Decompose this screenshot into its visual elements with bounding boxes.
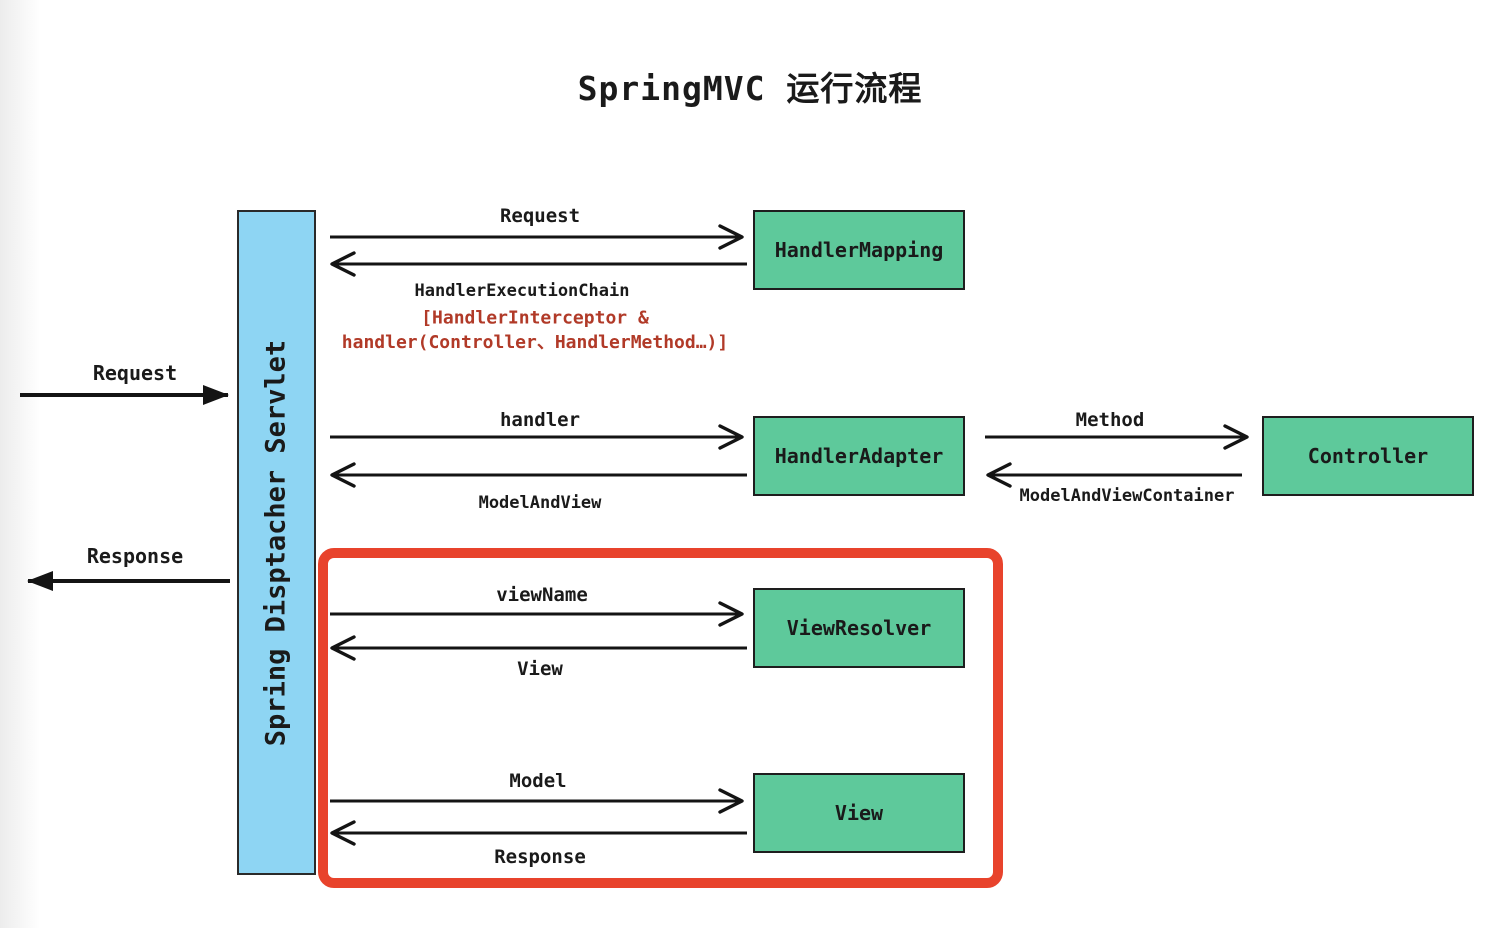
client-response-label: Response bbox=[86, 544, 184, 568]
handler-adapter-node: HandlerAdapter bbox=[753, 416, 965, 496]
handlerexecutionchain-edge-label: HandlerExecutionChain bbox=[414, 281, 630, 301]
response-edge-label: Response bbox=[494, 846, 586, 868]
client-request-label: Request bbox=[92, 361, 178, 385]
page-title: SpringMVC 运行流程 bbox=[577, 69, 923, 108]
view-node: View bbox=[753, 773, 965, 853]
controller-node: Controller bbox=[1262, 416, 1474, 496]
model-edge-label: Model bbox=[509, 770, 567, 792]
method-edge-label: Method bbox=[1075, 409, 1145, 431]
modelandviewcontainer-edge-label: ModelAndViewContainer bbox=[1019, 486, 1235, 506]
request-edge-label: Request bbox=[499, 205, 581, 227]
view-edge-label: View bbox=[517, 658, 563, 680]
handler-mapping-node: HandlerMapping bbox=[753, 210, 965, 290]
modelandview-edge-label: ModelAndView bbox=[478, 493, 602, 513]
view-resolver-node: ViewResolver bbox=[753, 588, 965, 668]
handler-edge-label: handler bbox=[499, 409, 581, 431]
handler-chain-note-line1: [HandlerInterceptor & bbox=[421, 307, 649, 329]
spring-dispatcher-servlet-box bbox=[237, 210, 316, 875]
handler-chain-note-line2: handler(Controller、HandlerMethod…)] bbox=[341, 332, 729, 353]
viewname-edge-label: viewName bbox=[496, 584, 588, 606]
spring-dispatcher-servlet-label: Spring Disptacher Servlet bbox=[260, 339, 292, 747]
